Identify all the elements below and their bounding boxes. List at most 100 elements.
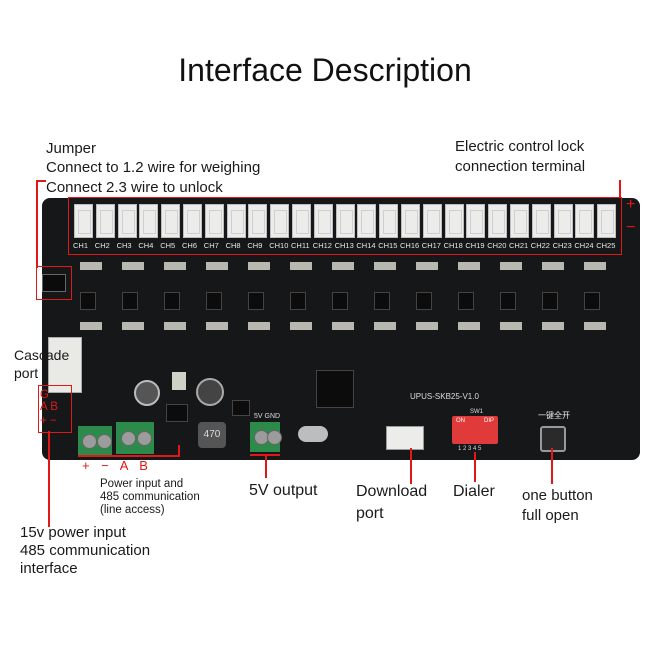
lock-connector bbox=[510, 204, 529, 238]
channel-label: CH25 bbox=[596, 241, 616, 250]
power-15v-line3: interface bbox=[20, 560, 78, 577]
channel-label: CH21 bbox=[509, 241, 529, 250]
terminal-bracket bbox=[178, 445, 180, 457]
jumper-title: Jumper bbox=[46, 140, 97, 157]
download-label-line2: port bbox=[356, 505, 384, 522]
regulator-chip bbox=[166, 404, 188, 422]
lock-connector bbox=[488, 204, 508, 238]
smd-component bbox=[584, 262, 606, 270]
lock-connector bbox=[270, 204, 290, 238]
smd-component bbox=[206, 262, 228, 270]
resistor bbox=[172, 372, 186, 390]
gnd-label: 5V GND bbox=[254, 413, 281, 420]
power-15v-pointer bbox=[48, 431, 50, 527]
lock-connector bbox=[597, 204, 617, 238]
crystal bbox=[298, 426, 328, 442]
smd-component bbox=[416, 322, 438, 330]
lock-connector bbox=[183, 204, 202, 238]
channel-label: CH22 bbox=[530, 241, 550, 250]
button-caption: 一键全开 bbox=[538, 411, 570, 420]
smd-component bbox=[332, 262, 354, 270]
smd-component bbox=[122, 262, 144, 270]
smd-component bbox=[290, 262, 312, 270]
download-label-line1: Download bbox=[356, 483, 428, 500]
channel-label: CH6 bbox=[182, 241, 198, 250]
output-5v-pointer bbox=[265, 454, 267, 478]
lock-connector bbox=[357, 204, 377, 238]
cascade-title: Cascade bbox=[14, 347, 70, 363]
lock-plus-sign: + bbox=[626, 196, 636, 213]
dip-numbers: 1 2 3 4 5 bbox=[458, 446, 482, 452]
channel-label: CH24 bbox=[574, 241, 594, 250]
regulator-chip bbox=[232, 400, 250, 416]
channel-label: CH1 bbox=[73, 241, 89, 250]
dialer-pointer bbox=[474, 452, 476, 482]
lock-connector bbox=[226, 204, 246, 238]
screw bbox=[121, 431, 136, 446]
lock-terminal-title: Electric control lock bbox=[455, 138, 585, 155]
inductor: 470 bbox=[198, 422, 226, 448]
smd-component bbox=[374, 262, 396, 270]
inductor-label: 470 bbox=[203, 429, 221, 440]
page-title: Interface Description bbox=[178, 52, 472, 88]
driver-chip bbox=[542, 292, 558, 310]
driver-chip-area bbox=[70, 256, 630, 346]
power-15v-line2: 485 communication bbox=[20, 542, 151, 559]
smd-component bbox=[332, 322, 354, 330]
lock-terminal-highlight bbox=[68, 197, 622, 255]
dip-label: DIP bbox=[484, 418, 495, 424]
dip-switch bbox=[452, 416, 498, 444]
terminal-bracket bbox=[154, 455, 179, 457]
lock-connector bbox=[335, 204, 355, 238]
channel-label: CH13 bbox=[334, 241, 354, 250]
driver-chip bbox=[584, 292, 600, 310]
smd-component bbox=[584, 322, 606, 330]
power-15v-line1: 15v power input bbox=[20, 524, 126, 541]
cascade-pin-g: G bbox=[40, 389, 49, 401]
board-model-label: UPUS-SKB25-V1.0 bbox=[410, 392, 479, 401]
screw bbox=[82, 434, 97, 449]
lock-connector bbox=[161, 204, 181, 238]
driver-chip bbox=[206, 292, 222, 310]
channel-label: CH4 bbox=[138, 241, 154, 250]
lock-connector bbox=[379, 204, 399, 238]
channel-label: CH23 bbox=[552, 241, 572, 250]
terminal-pin-labels: + − A B bbox=[82, 458, 151, 473]
jumper-weighing-note: Connect to 1.2 wire for weighing bbox=[46, 159, 261, 176]
lock-connector bbox=[401, 204, 420, 238]
cascade-pins-highlight bbox=[38, 385, 72, 433]
lock-terminal-pointer bbox=[619, 180, 621, 198]
jumper-unlock-note: Connect 2.3 wire to unlock bbox=[46, 179, 223, 196]
driver-chip bbox=[416, 292, 432, 310]
one-button-line2: full open bbox=[522, 507, 579, 524]
lock-connector bbox=[74, 204, 93, 238]
channel-label: CH15 bbox=[378, 241, 398, 250]
lock-connector bbox=[139, 204, 159, 238]
lock-connector bbox=[422, 204, 442, 238]
capacitor bbox=[196, 378, 224, 406]
lock-connector bbox=[553, 204, 573, 238]
output-5v-label: 5V output bbox=[249, 482, 318, 499]
smd-component bbox=[248, 262, 270, 270]
smd-component bbox=[248, 322, 270, 330]
driver-chip bbox=[458, 292, 474, 310]
lock-connector bbox=[95, 204, 115, 238]
jumper-highlight bbox=[36, 266, 72, 300]
smd-component bbox=[458, 262, 480, 270]
lock-connector bbox=[204, 204, 224, 238]
channel-label: CH17 bbox=[421, 241, 441, 250]
lock-connector bbox=[248, 204, 268, 238]
channel-label: CH11 bbox=[291, 241, 310, 250]
power-small-line2: 485 communication bbox=[100, 491, 200, 503]
lock-connector bbox=[531, 204, 551, 238]
channel-label: CH3 bbox=[116, 241, 132, 250]
smd-component bbox=[500, 322, 522, 330]
smd-component bbox=[500, 262, 522, 270]
lock-connector bbox=[444, 204, 464, 238]
one-button-line1: one button bbox=[522, 487, 593, 504]
smd-component bbox=[80, 322, 102, 330]
cascade-port bbox=[48, 337, 82, 393]
driver-chip bbox=[122, 292, 138, 310]
smd-component bbox=[458, 322, 480, 330]
